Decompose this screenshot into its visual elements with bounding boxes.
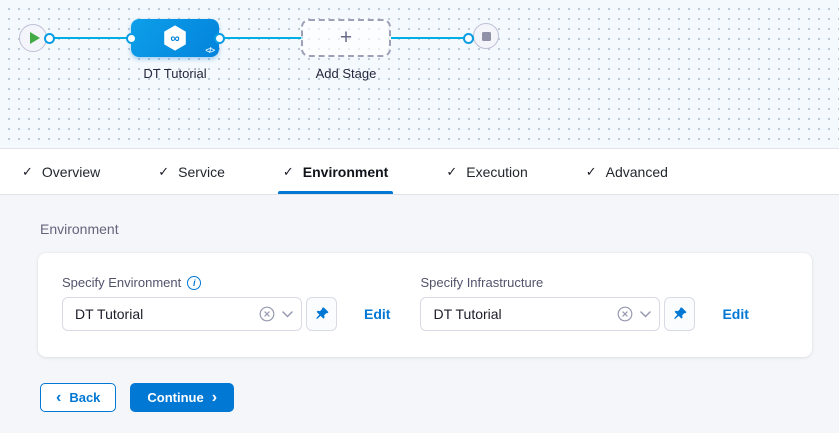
infrastructure-field-group: Specify Infrastructure [420,275,749,331]
add-stage-button[interactable]: + [301,19,391,57]
edit-infrastructure-link[interactable]: Edit [722,306,749,322]
pipeline-edge [49,37,131,39]
play-icon [29,32,40,44]
tab-environment[interactable]: ✓ Environment [277,149,394,194]
back-button[interactable]: ‹ Back [40,383,117,412]
code-icon: </> [205,46,215,55]
stage-tabs: ✓ Overview ✓ Service ✓ Environment ✓ Exe… [0,149,839,195]
node-connector [463,33,474,44]
tab-label: Overview [41,163,101,180]
tab-service[interactable]: ✓ Service [156,149,227,194]
chevron-left-icon: ‹ [56,388,62,406]
infrastructure-select[interactable] [420,297,661,331]
infrastructure-field-label: Specify Infrastructure [420,275,544,290]
tab-advanced[interactable]: ✓ Advanced [584,149,670,194]
chevron-down-icon[interactable] [640,310,652,318]
node-connector [214,33,225,44]
tab-overview[interactable]: ✓ Overview [20,149,102,194]
pipeline-edge [391,37,468,39]
environment-input[interactable] [75,306,252,322]
cd-stage-hexagon-icon: ∞ [164,25,186,51]
section-title: Environment [40,221,119,237]
info-icon[interactable]: i [187,275,202,290]
check-icon: ✓ [282,163,294,179]
stage-node-label: DT Tutorial [143,66,207,81]
environment-card: Specify Environment i [38,253,812,357]
pipeline-canvas[interactable]: ∞ </> DT Tutorial + Add Stage [0,0,839,149]
environment-tab-content: Environment Specify Environment i [0,221,839,412]
pipeline-edge [219,37,303,39]
chevron-down-icon[interactable] [282,310,293,318]
pin-icon [674,307,687,319]
node-connector [44,33,55,44]
tab-execution[interactable]: ✓ Execution [444,149,529,194]
tab-label: Advanced [605,163,668,180]
plus-icon: + [339,26,353,49]
environment-select[interactable] [62,297,302,331]
check-icon: ✓ [22,163,33,179]
check-icon: ✓ [585,163,597,179]
clear-icon[interactable] [617,306,633,322]
tab-label: Environment [302,163,389,180]
infrastructure-input[interactable] [433,306,611,322]
clear-icon[interactable] [259,306,275,322]
tab-label: Execution [466,163,528,180]
stage-node-dt-tutorial[interactable]: ∞ </> [131,19,219,57]
pin-icon [315,307,329,319]
check-icon: ✓ [446,163,458,179]
tab-label: Service [178,163,225,180]
node-connector [126,33,137,44]
back-button-label: Back [69,390,101,405]
add-stage-label: Add Stage [315,66,377,81]
environment-field-group: Specify Environment i [62,275,390,331]
edit-environment-link[interactable]: Edit [364,306,391,322]
pipeline-start-node[interactable] [19,24,47,52]
chevron-right-icon: › [211,388,218,406]
wizard-footer: ‹ Back Continue › [40,383,839,412]
stop-icon [481,31,491,41]
check-icon: ✓ [158,163,170,179]
svg-text:∞: ∞ [170,31,179,46]
pin-button[interactable] [306,297,337,331]
continue-button[interactable]: Continue › [130,383,235,412]
pipeline-end-node[interactable] [473,23,499,49]
pin-button[interactable] [664,297,696,331]
environment-field-label: Specify Environment [62,275,182,290]
stage-environment-screen: ∞ </> DT Tutorial + Add Stage ✓ Overview… [0,0,839,412]
continue-button-label: Continue [147,390,204,405]
